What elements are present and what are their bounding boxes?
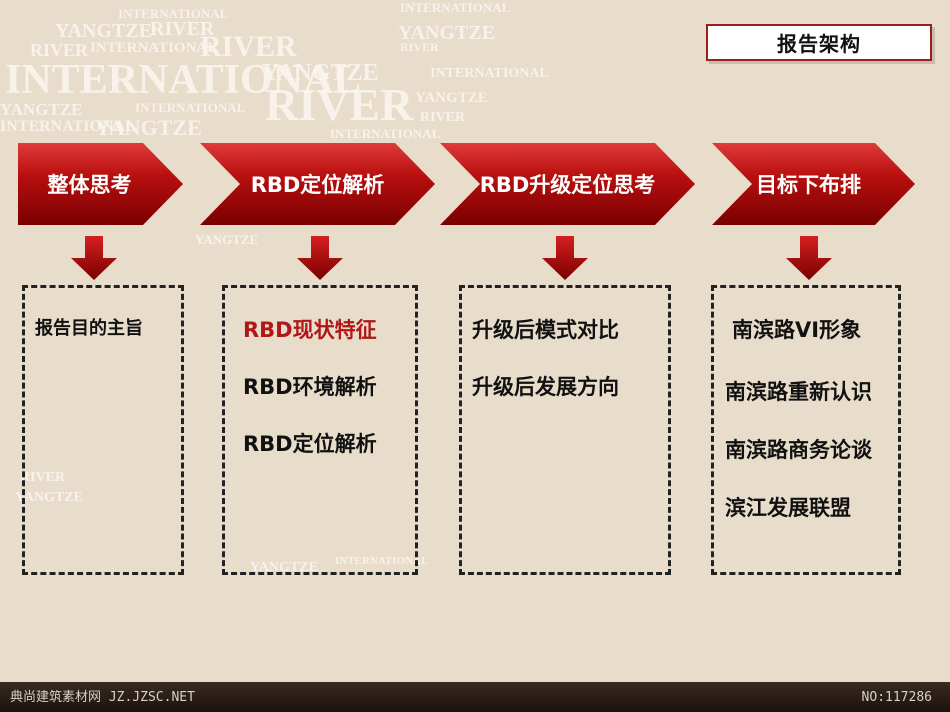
step-label: RBD升级定位思考 — [479, 173, 656, 197]
bg-word: RIVER — [20, 470, 66, 485]
bg-word: INTERNATIONAL — [430, 66, 549, 81]
bg-word: INTERNATIONAL — [90, 40, 218, 56]
list-item: 南滨路商务论谈 — [725, 438, 872, 462]
bg-word: YANGTZE — [262, 60, 379, 86]
bg-word: RIVER — [420, 110, 466, 125]
list-item: 升级后发展方向 — [472, 375, 619, 399]
bg-word: INTERNATIONAL — [400, 0, 511, 15]
bg-word: YANGTZE — [250, 560, 318, 575]
list-item: RBD现状特征 — [243, 318, 377, 342]
column-box-overall: 报告目的主旨 — [22, 285, 184, 575]
step-rbd-positioning-analysis: RBD定位解析 — [200, 143, 435, 225]
list-item: RBD环境解析 — [243, 375, 377, 399]
bg-word: YANGTZE — [15, 490, 83, 505]
bg-word: INTERNATIONAL — [135, 100, 246, 115]
bg-word: RIVER — [150, 18, 215, 40]
footer-band — [0, 682, 950, 712]
step-label: RBD定位解析 — [250, 173, 385, 197]
step-label: 整体思考 — [47, 173, 132, 197]
list-item: 报告目的主旨 — [35, 318, 143, 339]
bg-word: YANGTZE — [95, 115, 202, 140]
bg-word: INTERNATIONAL — [118, 6, 229, 21]
bg-word: INTERNATIONAL — [5, 57, 362, 103]
list-item: RBD定位解析 — [243, 432, 377, 456]
bg-word: RIVER — [30, 40, 89, 60]
down-arrow-icon — [71, 236, 117, 280]
bg-word: RIVER — [265, 79, 414, 130]
step-label: 目标下布排 — [756, 173, 861, 197]
bg-word: YANGTZE — [398, 22, 496, 44]
step-overall-thinking: 整体思考 — [18, 143, 183, 225]
watermark-number: NO:117286 — [861, 690, 932, 705]
column-box-target-layout: 南滨路VI形象 南滨路重新认识 南滨路商务论谈 滨江发展联盟 — [711, 285, 901, 575]
step-target-layout: 目标下布排 — [712, 143, 915, 225]
bg-word: INTERNATIONAL — [335, 555, 429, 567]
step-rbd-upgrade-positioning: RBD升级定位思考 — [440, 143, 695, 225]
watermark-site: 典尚建筑素材网 JZ.JZSC.NET — [10, 690, 195, 705]
column-box-rbd-upgrade: 升级后模式对比 升级后发展方向 — [459, 285, 671, 575]
down-arrow-icon — [297, 236, 343, 280]
column-box-rbd-positioning: RBD现状特征 RBD环境解析 RBD定位解析 — [222, 285, 418, 575]
down-arrow-icon — [542, 236, 588, 280]
bg-word: INTERNATIONAL — [0, 118, 136, 135]
list-item: 升级后模式对比 — [472, 318, 619, 342]
bg-word: YANGTZE — [415, 90, 488, 106]
bg-word: YANGTZE — [195, 232, 259, 247]
list-item: 南滨路VI形象 — [732, 318, 862, 342]
list-item: 滨江发展联盟 — [725, 496, 851, 520]
list-item: 南滨路重新认识 — [725, 380, 872, 404]
bg-word: YANGTZE — [55, 20, 153, 42]
bg-word: RIVER — [400, 40, 439, 54]
down-arrow-icon — [786, 236, 832, 280]
bg-word: YANGTZE — [0, 100, 83, 119]
bg-word: RIVER — [200, 30, 297, 63]
report-structure-title: 报告架构 — [706, 24, 932, 61]
bg-word: INTERNATIONAL — [330, 126, 441, 141]
